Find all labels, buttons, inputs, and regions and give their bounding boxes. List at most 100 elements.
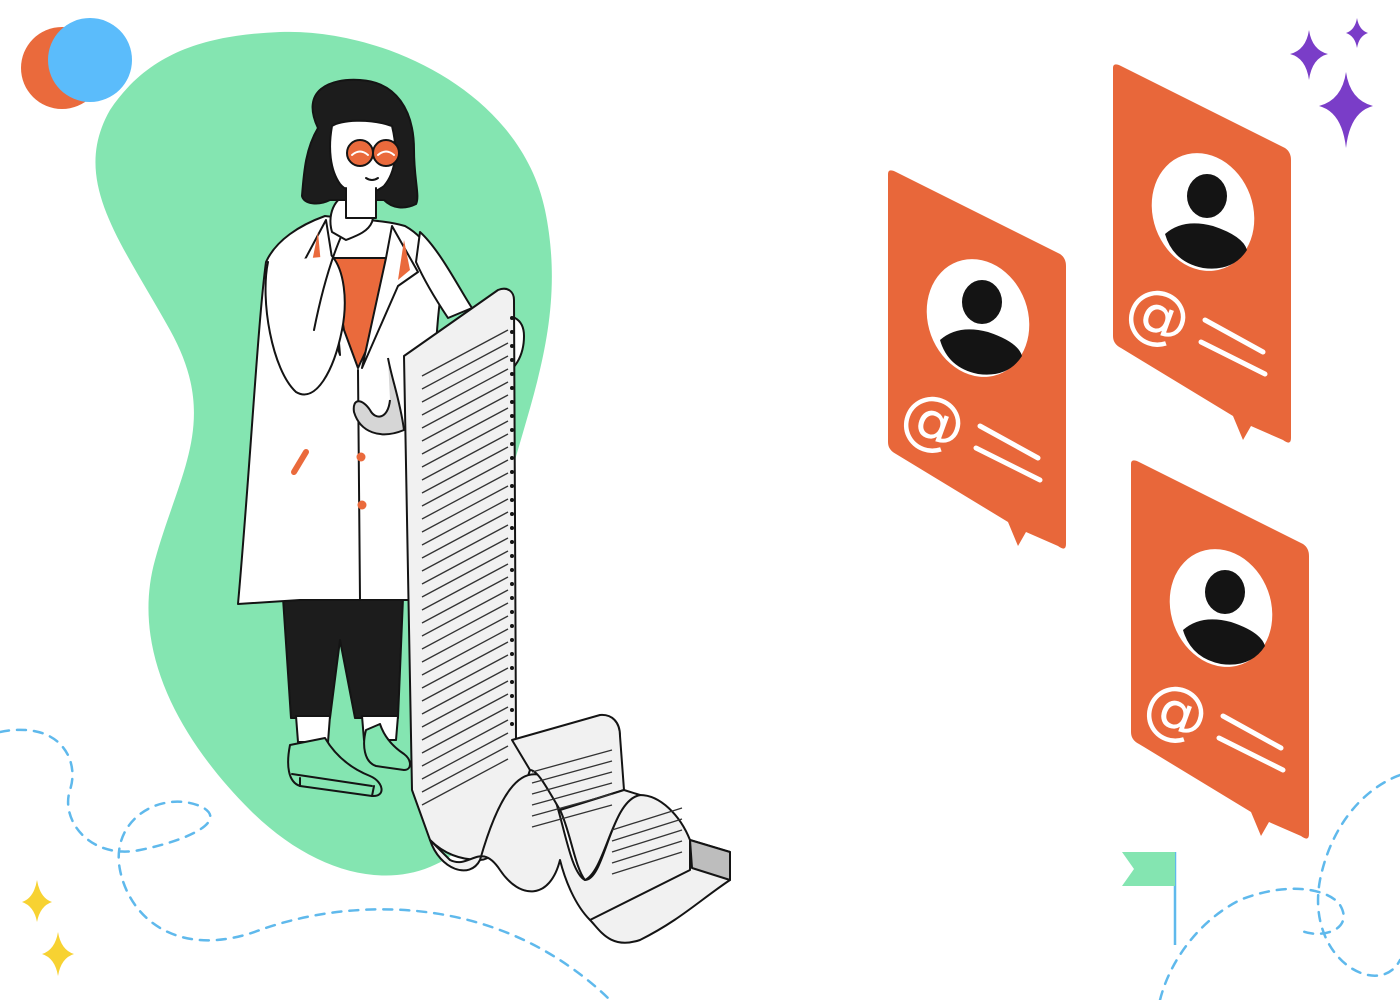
receipt-hole xyxy=(510,512,514,516)
receipt-line xyxy=(531,793,613,817)
receipt-line xyxy=(421,641,509,689)
sparkle-purple-icon xyxy=(1290,18,1373,148)
receipt-line xyxy=(421,446,509,494)
receipt-hole xyxy=(510,540,514,544)
card-text-line xyxy=(973,445,1043,483)
receipt-hole xyxy=(510,428,514,432)
receipt-hole xyxy=(510,554,514,558)
card-text-line xyxy=(1216,735,1286,773)
receipt-line xyxy=(421,602,509,650)
receipt-line xyxy=(421,563,509,611)
receipt-line xyxy=(421,381,509,429)
receipt-hole xyxy=(510,498,514,502)
avatar-body-icon xyxy=(940,329,1022,375)
contact-card: @ xyxy=(1113,64,1291,443)
receipt-hole xyxy=(510,652,514,656)
receipt-hole xyxy=(510,596,514,600)
receipt-line xyxy=(421,758,509,806)
avatar-head-icon xyxy=(1205,570,1245,614)
sparkle-yellow-icon xyxy=(22,880,74,976)
receipt-line xyxy=(611,840,683,864)
receipt-hole xyxy=(510,442,514,446)
receipt-line xyxy=(531,771,613,795)
arm-right xyxy=(415,231,473,319)
receipt-hole xyxy=(510,414,514,418)
arm-left xyxy=(264,255,346,396)
receipt-line xyxy=(421,550,509,598)
flag-icon xyxy=(1122,852,1177,945)
receipt-line xyxy=(531,804,613,828)
receipt-lines xyxy=(421,329,683,875)
receipt-line xyxy=(421,511,509,559)
receipt-line xyxy=(611,807,683,831)
receipt-line xyxy=(421,368,509,416)
receipt-line xyxy=(421,732,509,780)
avatar-body-icon xyxy=(1165,223,1247,269)
receipt-line xyxy=(421,628,509,676)
receipt-hole xyxy=(510,372,514,376)
receipt-line xyxy=(421,420,509,468)
receipt-hole xyxy=(510,568,514,572)
receipt-hole xyxy=(510,344,514,348)
decor-circles xyxy=(21,18,132,109)
receipt-hole xyxy=(510,484,514,488)
receipt-hole xyxy=(510,582,514,586)
receipt-hole xyxy=(510,624,514,628)
receipt-hole xyxy=(510,666,514,670)
receipt-hole xyxy=(510,708,514,712)
receipt-hole xyxy=(510,358,514,362)
receipt-line xyxy=(421,680,509,728)
receipt-line xyxy=(531,760,613,784)
receipt-dots xyxy=(510,316,514,726)
receipt-line xyxy=(611,851,683,875)
receipt-hole xyxy=(510,456,514,460)
receipt-line xyxy=(421,693,509,741)
dashed-path-left xyxy=(0,728,612,1000)
receipt-line xyxy=(421,576,509,624)
receipt-hole xyxy=(510,610,514,614)
glasses-icon xyxy=(346,139,400,167)
receipt-line xyxy=(611,829,683,853)
receipt-line xyxy=(421,342,509,390)
receipt-line xyxy=(421,719,509,767)
card-text-line xyxy=(1202,317,1266,355)
contact-cards: @@@ xyxy=(888,64,1309,839)
receipt-line xyxy=(421,407,509,455)
receipt-hole xyxy=(510,526,514,530)
receipt-line xyxy=(531,782,613,806)
receipt-hole xyxy=(510,470,514,474)
receipt-hole xyxy=(510,316,514,320)
card-text-line xyxy=(1220,713,1284,751)
receipt-line xyxy=(421,654,509,702)
receipt-line xyxy=(421,459,509,507)
receipt-line xyxy=(531,749,613,773)
receipt-line xyxy=(421,745,509,793)
receipt-line xyxy=(421,433,509,481)
receipt-line xyxy=(421,524,509,572)
receipt-line xyxy=(421,589,509,637)
shoe-left xyxy=(287,737,383,798)
receipt-line xyxy=(611,818,683,842)
contact-card: @ xyxy=(1131,460,1309,839)
avatar-head-icon xyxy=(1187,174,1227,218)
receipt-line xyxy=(421,485,509,533)
receipt-line xyxy=(421,329,509,377)
receipt-line xyxy=(421,615,509,663)
contact-card: @ xyxy=(888,170,1066,549)
receipt-line xyxy=(421,667,509,715)
receipt-line xyxy=(421,498,509,546)
receipt-line xyxy=(421,355,509,403)
receipt-hole xyxy=(510,722,514,726)
person-figure xyxy=(237,78,525,798)
avatar-body-icon xyxy=(1183,619,1265,665)
receipt-paper xyxy=(352,287,731,944)
dashed-path-right xyxy=(1158,773,1400,1000)
receipt-line xyxy=(421,472,509,520)
receipt-hole xyxy=(510,638,514,642)
card-text-line xyxy=(1198,339,1268,377)
shoe-right xyxy=(363,723,411,771)
avatar-head-icon xyxy=(962,280,1002,324)
receipt-line xyxy=(421,537,509,585)
